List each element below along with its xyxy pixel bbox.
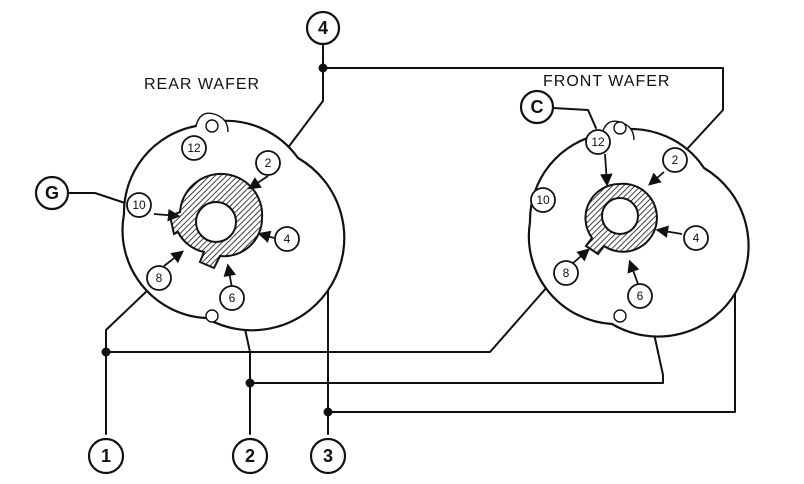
rear-contact-12-label: 12	[187, 141, 201, 155]
terminal-bottom-1	[87, 437, 125, 475]
rear-contact-4-arrow	[257, 230, 275, 243]
front-contact-4-arrow	[655, 225, 683, 238]
rear-contact-2	[255, 150, 281, 176]
front-contact-12	[585, 129, 611, 155]
junction-dot	[323, 407, 333, 417]
front-wafer: 12 2 10 4 8 6	[527, 120, 750, 338]
wire-top-4-to-rear-2	[280, 43, 324, 158]
rear-wafer-mount-hole-bottom	[205, 309, 219, 323]
junction-dot	[318, 63, 328, 73]
junction-dots	[101, 63, 333, 417]
front-contact-10-label: 10	[536, 193, 550, 207]
terminal-bottom-2	[231, 437, 269, 475]
front-contact-6	[627, 283, 653, 309]
front-contact-6-label: 6	[637, 289, 644, 303]
front-contact-2-label: 2	[672, 153, 679, 167]
rear-contact-6	[219, 285, 245, 311]
wire-g-to-rear-10	[67, 192, 126, 204]
rear-contact-10	[126, 192, 152, 218]
front-contact-8-label: 8	[563, 266, 570, 280]
rear-contact-2-label: 2	[265, 156, 272, 170]
rear-contact-12	[181, 135, 207, 161]
terminal-c-label: C	[531, 97, 544, 117]
wire-rear-8-to-terminal-1	[105, 287, 151, 435]
rear-contact-10-label: 10	[132, 198, 146, 212]
front-contact-12-arrow	[600, 153, 613, 187]
terminal-top-4-label: 4	[318, 18, 328, 38]
rear-wafer: 12 2 10 4 8 6	[121, 112, 346, 332]
front-contact-2-arrow	[648, 171, 665, 186]
rear-wafer-rotor	[168, 172, 264, 270]
front-contact-10	[530, 187, 556, 213]
front-wafer-title: FRONT WAFER	[543, 73, 670, 90]
rear-contact-6-label: 6	[229, 291, 236, 305]
wire-c-to-front-12	[552, 107, 597, 129]
terminal-top-4	[305, 10, 341, 46]
front-contact-6-arrow	[627, 259, 640, 285]
rear-contact-8	[146, 265, 172, 291]
junction-dot	[101, 347, 111, 357]
terminal-g-label: G	[45, 183, 59, 203]
front-contact-4-label: 4	[693, 231, 700, 245]
rear-contact-8-arrow	[163, 250, 184, 267]
front-contact-4	[683, 225, 709, 251]
front-contact-2	[662, 147, 688, 173]
front-contact-8	[553, 260, 579, 286]
terminal-bottom-3-label: 3	[323, 446, 333, 466]
front-wafer-mount-hole-bottom	[613, 309, 627, 323]
front-wafer-rotor	[584, 182, 658, 256]
wires	[67, 43, 736, 435]
rear-contact-2-arrow	[247, 175, 269, 190]
front-contact-12-label: 12	[591, 135, 605, 149]
wire-terminal-2-to-front-6	[249, 305, 664, 384]
rear-contact-10-arrow	[153, 208, 181, 222]
rear-contact-4-label: 4	[284, 232, 291, 246]
front-wafer-mount-hole-top	[613, 121, 627, 135]
junction-dot	[245, 378, 255, 388]
rear-contact-4	[274, 226, 300, 252]
wire-terminal-1-to-front-8	[105, 277, 556, 353]
wire-top-bus	[322, 67, 724, 149]
terminal-bottom-2-label: 2	[245, 446, 255, 466]
rear-wafer-title: REAR WAFER	[144, 76, 260, 93]
terminal-g	[34, 175, 70, 211]
rear-contact-6-arrow	[223, 263, 237, 289]
terminal-bottom-1-label: 1	[101, 446, 111, 466]
rear-wafer-mount-hole-top	[205, 119, 219, 133]
rear-contact-8-label: 8	[156, 271, 163, 285]
front-contact-8-arrow	[571, 248, 590, 265]
terminal-c	[519, 89, 555, 125]
terminal-bottom-3	[309, 437, 347, 475]
